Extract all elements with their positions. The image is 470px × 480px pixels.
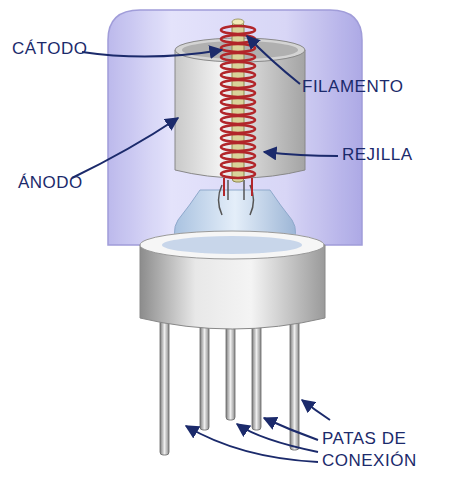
grid-winding (221, 62, 255, 70)
grid-winding (221, 98, 255, 106)
grid-winding (221, 170, 255, 178)
grid-winding (221, 26, 255, 34)
grid-winding (221, 125, 255, 133)
part-label: PATAS DE CONEXIÓN (322, 428, 454, 472)
grid-winding (221, 53, 255, 61)
grid-winding (221, 107, 255, 115)
part-label: ÁNODO (18, 172, 83, 194)
grid-winding (221, 44, 255, 52)
grid-winding (221, 89, 255, 97)
grid-winding (221, 116, 255, 124)
part-label: FILAMENTO (302, 76, 403, 98)
grid-winding (221, 71, 255, 79)
part-label: CÁTODO (12, 38, 87, 60)
grid-winding (221, 80, 255, 88)
grid-winding (221, 152, 255, 160)
grid-winding (221, 161, 255, 169)
part-label: REJILLA (342, 144, 413, 166)
grid-winding (221, 143, 255, 151)
grid-winding (221, 134, 255, 142)
